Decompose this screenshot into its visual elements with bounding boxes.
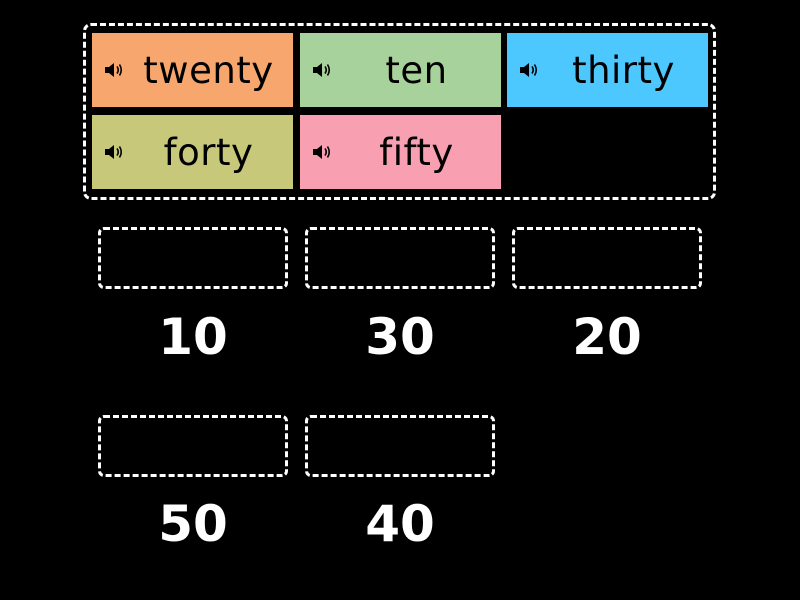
drop-slot-50[interactable] [98,415,288,477]
drop-slot-10[interactable] [98,227,288,289]
speaker-icon[interactable] [104,143,124,161]
answer-tray [83,23,716,200]
drop-slot-30[interactable] [305,227,495,289]
tile-label: ten [385,48,448,92]
target-number: 30 [365,308,435,366]
tile-label: forty [163,130,254,174]
target-number: 10 [158,308,228,366]
speaker-icon[interactable] [312,143,332,161]
target-number: 20 [572,308,642,366]
target-number: 40 [365,495,435,553]
tile-label: fifty [379,130,454,174]
drop-slot-40[interactable] [305,415,495,477]
drop-slot-20[interactable] [512,227,702,289]
word-tile-forty[interactable]: forty [92,115,293,189]
speaker-icon[interactable] [519,61,539,79]
speaker-icon[interactable] [312,61,332,79]
speaker-icon[interactable] [104,61,124,79]
target-number: 50 [158,495,228,553]
word-tile-fifty[interactable]: fifty [300,115,501,189]
tile-label: thirty [572,48,675,92]
word-tile-thirty[interactable]: thirty [507,33,708,107]
tile-label: twenty [143,48,274,92]
word-tile-twenty[interactable]: twenty [92,33,293,107]
word-tile-ten[interactable]: ten [300,33,501,107]
